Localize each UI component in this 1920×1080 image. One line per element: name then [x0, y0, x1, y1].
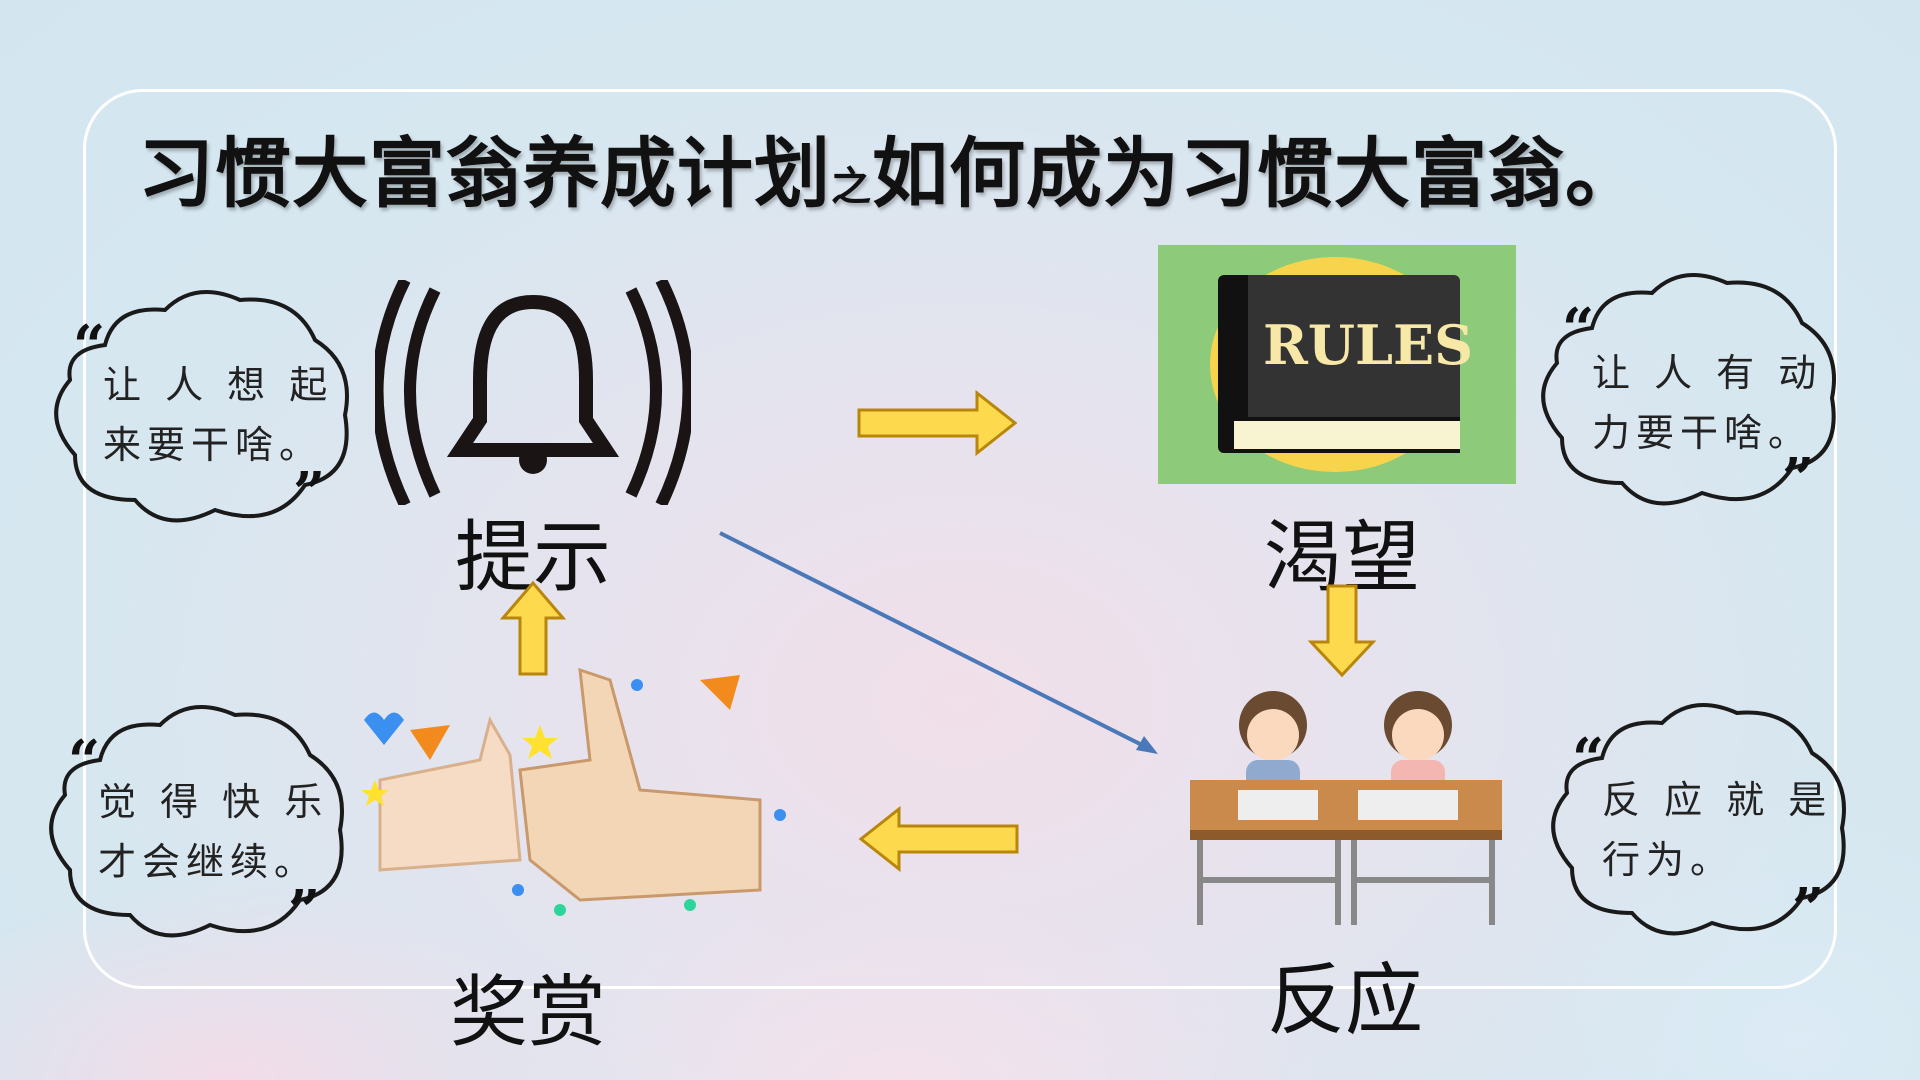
cloud-outline-icon	[1541, 273, 1836, 506]
bubble-text: 觉 得 快 乐才会继续。	[98, 772, 328, 892]
arrow-down-icon	[1308, 584, 1376, 678]
cloud-outline-icon	[49, 705, 344, 938]
title-main: 习惯大富翁养成计划	[138, 129, 831, 218]
bubble-text: 让 人 有 动力要干啥。	[1592, 343, 1822, 463]
close-quote: ”	[1792, 876, 1825, 942]
close-quote: ”	[288, 878, 321, 944]
bubble-line: 来要干啥。	[103, 423, 324, 467]
bubble-line: 觉 得 快 乐	[98, 780, 329, 824]
bubble-text: 反 应 就 是行为。	[1602, 770, 1832, 890]
stage-label-response: 反应	[1267, 956, 1424, 1046]
bubble-line: 行为。	[1602, 838, 1735, 882]
bubble-line: 让 人 有 动	[1592, 351, 1823, 395]
open-quote: “	[1572, 726, 1605, 792]
bubble-line: 反 应 就 是	[1602, 778, 1833, 822]
bubble-line: 让 人 想 起	[103, 363, 334, 407]
content-panel	[83, 89, 1837, 989]
rules-text: RULES	[1263, 313, 1474, 377]
thought-bubble-response: “ ” 反 应 就 是行为。	[1542, 698, 1858, 944]
rules-book-image: RULES	[1158, 245, 1516, 484]
close-quote: ”	[293, 460, 326, 526]
diagonal-arrow-line	[719, 531, 1158, 754]
thought-bubble-cue: “ ” 让 人 想 起来要干啥。	[45, 285, 361, 531]
thought-bubble-reward: “ ” 觉 得 快 乐才会继续。	[40, 700, 356, 946]
students-at-desk-image	[1190, 691, 1502, 925]
open-quote: “	[1562, 296, 1595, 362]
bubble-text: 让 人 想 起来要干啥。	[103, 355, 333, 475]
arrow-left-icon	[858, 806, 1019, 872]
title-connector: 之	[831, 164, 872, 210]
arrow-right-icon	[857, 390, 1018, 456]
arrow-up-icon	[500, 580, 566, 676]
open-quote: “	[68, 728, 101, 794]
cloud-outline-icon	[54, 290, 349, 523]
close-quote: ”	[1782, 446, 1815, 512]
page-title: 习惯大富翁养成计划之如何成为习惯大富翁。	[138, 112, 1642, 222]
bubble-line: 才会继续。	[98, 840, 319, 884]
stage-label-reward: 奖赏	[450, 968, 607, 1058]
thought-bubble-craving: “ ” 让 人 有 动力要干啥。	[1532, 268, 1848, 514]
open-quote: “	[73, 313, 106, 379]
title-sub: 如何成为习惯大富翁。	[872, 129, 1642, 218]
thumbs-up-image	[361, 667, 786, 916]
bubble-line: 力要干啥。	[1592, 411, 1813, 455]
bell-icon	[375, 280, 691, 505]
cloud-outline-icon	[1551, 703, 1846, 936]
